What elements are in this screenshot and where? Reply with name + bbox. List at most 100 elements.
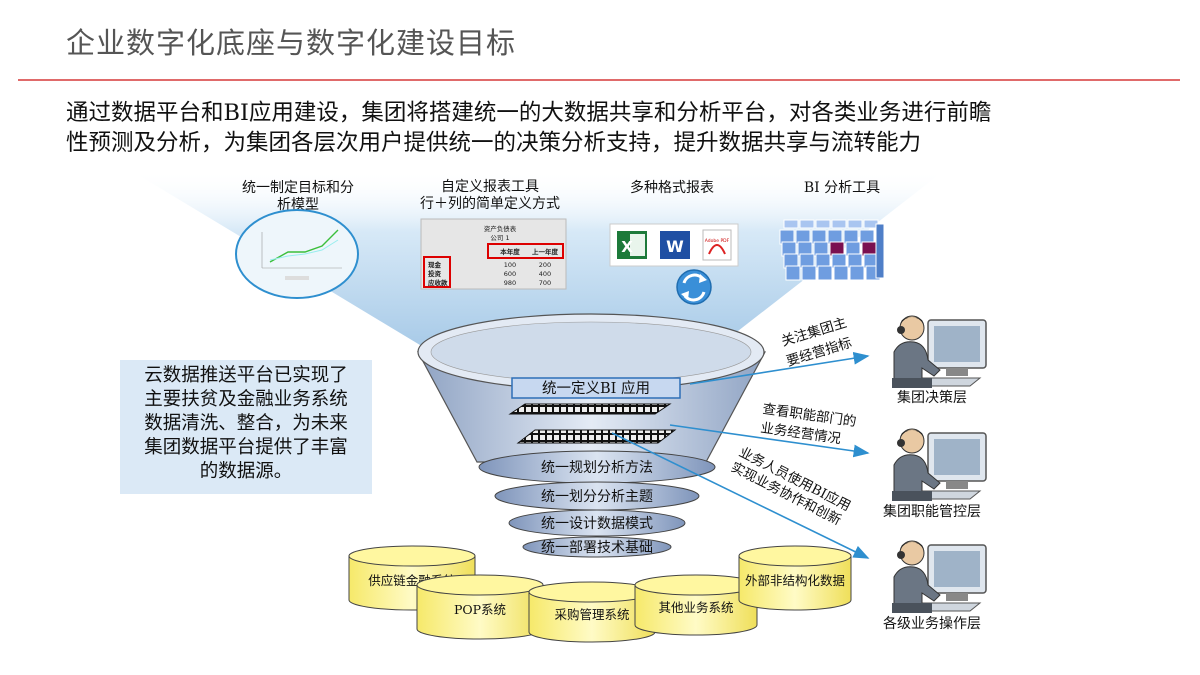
cylinder-body xyxy=(634,584,758,636)
report-row-name: 现金 xyxy=(428,260,442,269)
note-line-5: 的数据源。 xyxy=(199,461,293,482)
cylinder-body xyxy=(528,591,656,643)
report-row-highlight xyxy=(423,256,451,288)
title-divider xyxy=(18,79,1180,81)
cylinder-top xyxy=(738,545,852,567)
funnel-layer: 统一部署技术基础 xyxy=(522,536,672,558)
word-icon: W xyxy=(660,231,690,259)
cylinder-label: 其他业务系统 xyxy=(658,600,733,615)
cylinder-top xyxy=(348,545,476,567)
target-model-label-1: 统一制定目标和分 xyxy=(242,180,354,196)
report-sheet xyxy=(420,218,567,290)
report-company: 公司 1 xyxy=(490,234,509,242)
bi-cube-top xyxy=(847,219,863,229)
custom-report-label-2: 行＋列的简单定义方式 xyxy=(420,195,560,212)
source-system-cylinder: 外部非结构化数据 xyxy=(738,545,852,611)
note-line-3: 数据清洗、整合，为未来 xyxy=(144,413,348,434)
report-col-last: 上一年度 xyxy=(532,247,559,256)
bi-cube-icon xyxy=(779,219,885,281)
monitor-screen xyxy=(934,551,980,587)
svg-text:Adobe PDF: Adobe PDF xyxy=(705,238,730,244)
headset-icon xyxy=(897,551,905,559)
source-systems: 供应链金融系统POP系统采购管理系统其他业务系统外部非结构化数据 xyxy=(348,545,852,643)
note-line-1: 云数据推送平台已实现了 xyxy=(144,365,348,386)
svg-text:X: X xyxy=(621,238,633,256)
bi-cube-cell xyxy=(817,265,833,281)
report-row-current: 100 xyxy=(504,261,516,269)
report-row: 现金 100 200 xyxy=(428,260,551,269)
user-figure: 各级业务操作层 xyxy=(883,540,987,632)
bi-cube-top xyxy=(815,219,831,229)
funnel-layer-label: 统一部署技术基础 xyxy=(541,539,653,556)
target-model-tool: 统一制定目标和分 析模型 xyxy=(235,180,359,299)
monitor-stand xyxy=(946,368,968,376)
arrow-to-management-layer xyxy=(669,424,870,458)
page-title: 企业数字化底座与数字化建设目标 xyxy=(66,26,517,60)
custom-report-tool: 自定义报表工具 行＋列的简单定义方式 资产负债表 公司 1 本年度 上一年度 现… xyxy=(420,179,567,290)
bi-cube-top xyxy=(799,219,815,229)
note-line-2: 主要扶贫及金融业务系统 xyxy=(144,389,348,410)
arrow-to-decision-layer xyxy=(689,351,870,385)
cylinder-label: POP系统 xyxy=(454,602,506,617)
bi-apps-box xyxy=(511,377,681,399)
report-row-current: 980 xyxy=(504,279,516,287)
funnel-layer: 统一设计数据模式 xyxy=(508,509,686,537)
target-model-label-2: 析模型 xyxy=(277,197,319,213)
person-hair xyxy=(900,542,924,549)
user-figure: 集团决策层 xyxy=(892,315,987,406)
bi-cube-top xyxy=(831,219,847,229)
arrow-to-operation-layer xyxy=(611,432,870,559)
report-row-current: 600 xyxy=(504,270,516,278)
report-row-last: 200 xyxy=(539,261,551,269)
funnel-layer-label: 统一设计数据模式 xyxy=(541,516,653,532)
excel-icon: X xyxy=(617,231,647,259)
source-system-cylinder: 采购管理系统 xyxy=(528,581,656,643)
funnel-layer: 统一划分分析主题 xyxy=(494,481,700,511)
funnel-mouth xyxy=(430,321,752,383)
multi-format-label: 多种格式报表 xyxy=(630,179,714,196)
report-row-name: 应收款 xyxy=(428,278,448,287)
person-body xyxy=(893,566,941,608)
custom-report-label-1: 自定义报表工具 xyxy=(441,179,539,195)
monitor-screen xyxy=(934,326,980,362)
funnel: 统一定义BI 应用 统一规划分析方法统一划分分析主题统一设计数据模式统一部署技术… xyxy=(416,313,767,558)
funnel-layer: 统一规划分析方法 xyxy=(478,450,716,484)
person-hair xyxy=(900,430,924,437)
funnel-layer-label: 统一规划分析方法 xyxy=(541,460,653,476)
user-layer-label: 集团决策层 xyxy=(897,389,967,406)
person-body xyxy=(893,341,941,383)
bi-cube-cell xyxy=(785,265,801,281)
monitor-screen xyxy=(934,439,980,475)
person-chair xyxy=(892,491,932,501)
mini-line-chart xyxy=(261,229,342,280)
data-grid-bottom xyxy=(516,429,677,444)
bi-cube-top xyxy=(783,219,799,229)
user-layer-label: 各级业务操作层 xyxy=(883,616,981,632)
report-col-current: 本年度 xyxy=(500,247,520,256)
bi-cube-cell xyxy=(849,265,865,281)
cylinder-top xyxy=(416,574,544,596)
intro-line-1: 通过数据平台和BI应用建设，集团将搭建统一的大数据共享和分析平台，对各类业务进行… xyxy=(66,100,992,126)
funnel-layer-shape xyxy=(508,509,686,537)
cloud-push-note: 云数据推送平台已实现了 主要扶贫及金融业务系统 数据清洗、整合，为未来 集团数据… xyxy=(120,360,372,494)
headset-icon xyxy=(897,439,905,447)
bi-apps-label: 统一定义BI 应用 xyxy=(542,379,650,397)
source-system-cylinder: POP系统 xyxy=(416,574,544,640)
user-layer-label: 集团职能管控层 xyxy=(883,503,981,520)
monitor-stand xyxy=(946,593,968,601)
refresh-icon xyxy=(676,269,712,305)
funnel-layer-label: 统一划分分析主题 xyxy=(541,489,653,505)
person-body xyxy=(893,454,941,496)
bi-tool: BI 分析工具 xyxy=(779,180,885,281)
pdf-icon: Adobe PDF xyxy=(702,229,732,261)
cylinder-label: 采购管理系统 xyxy=(554,607,629,622)
bi-cube-cell xyxy=(833,265,849,281)
cylinder-body xyxy=(738,555,852,611)
bi-cube-side xyxy=(875,223,885,279)
note-line-4: 集团数据平台提供了丰富 xyxy=(144,437,348,458)
